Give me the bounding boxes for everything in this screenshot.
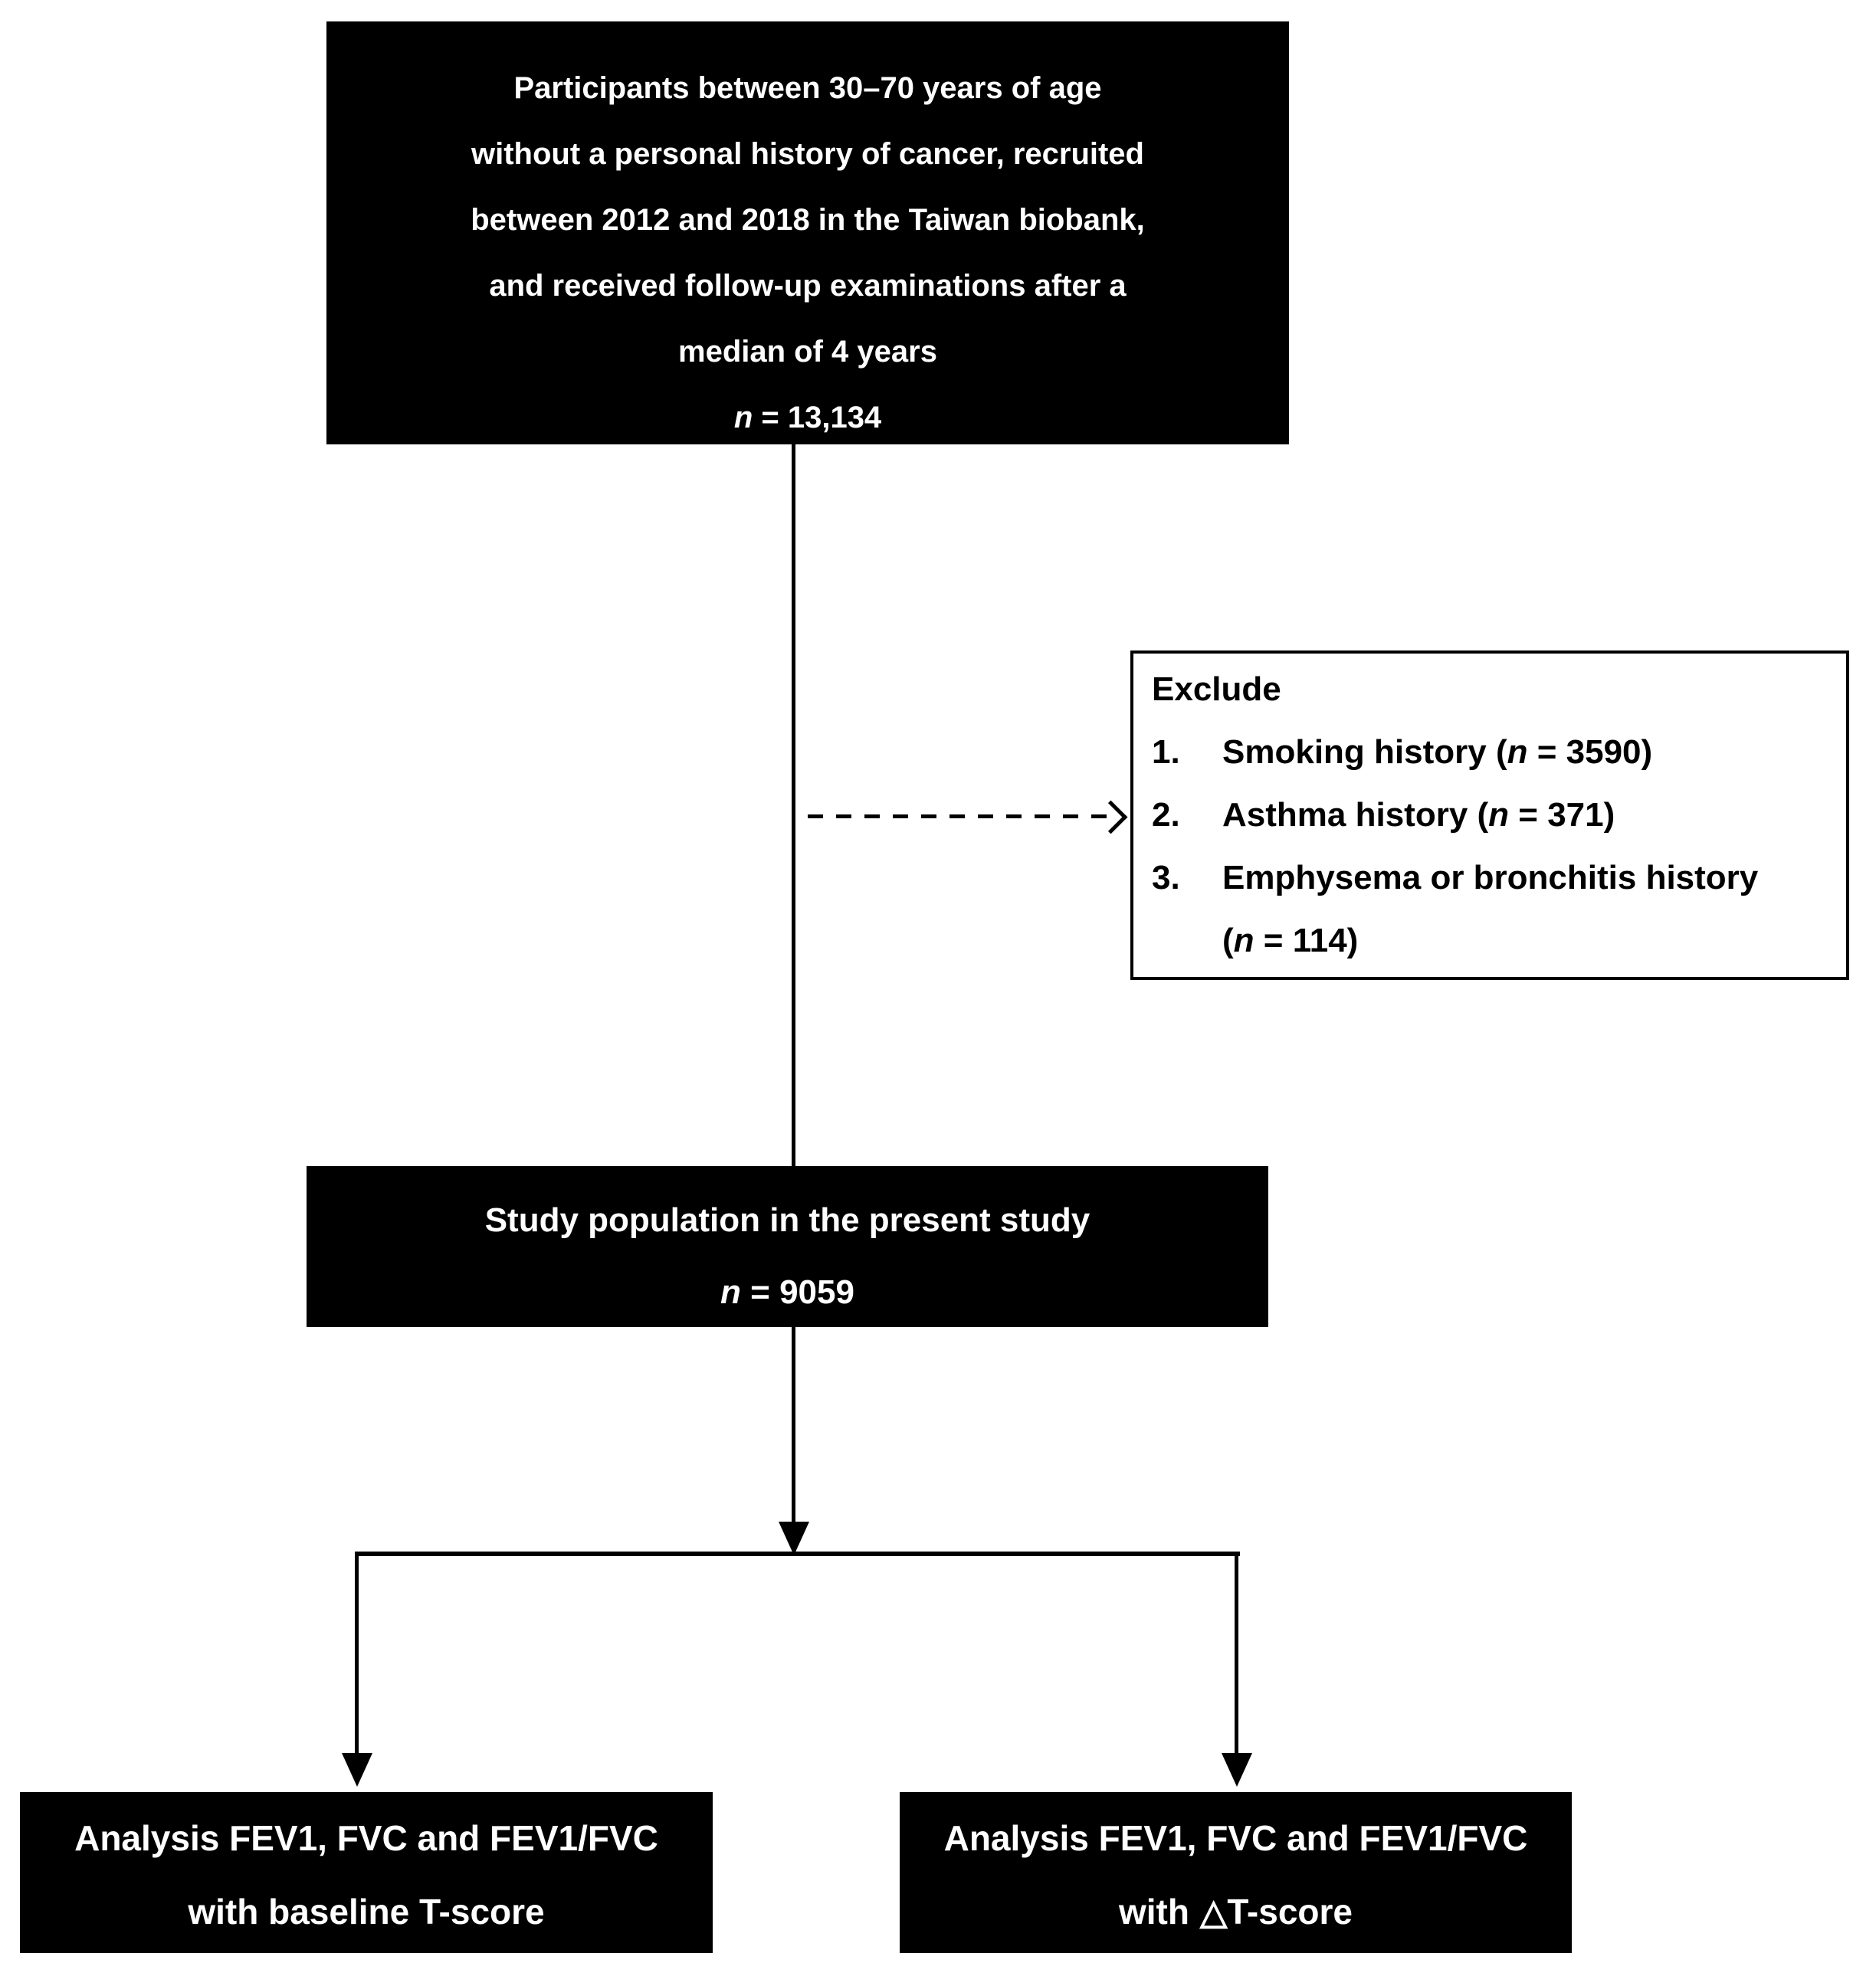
n-symbol: n — [1233, 922, 1254, 959]
connector-right-branch — [1235, 1552, 1238, 1755]
participants-line-5: median of 4 years — [678, 335, 937, 369]
exclude-item-3-text: Emphysema or bronchitis history (n = 114… — [1222, 859, 1759, 959]
exclude-item-2: 2. Asthma history (n = 371) — [1152, 784, 1831, 847]
analysis-delta-line-2: with△T-score — [900, 1875, 1572, 1948]
arrowhead-mid-icon — [779, 1522, 809, 1555]
participants-line-3: between 2012 and 2018 in the Taiwan biob… — [471, 203, 1145, 237]
study-population-box: Study population in the present study n … — [307, 1166, 1268, 1327]
analysis-delta-box: Analysis FEV1, FVC and FEV1/FVC with△T-s… — [900, 1792, 1572, 1953]
exclude-item-3-wrap: (n = 114) — [1222, 922, 1359, 959]
dashed-arrowhead-icon — [1094, 800, 1128, 834]
dashed-arrow-to-exclude — [808, 814, 1107, 818]
exclude-title: Exclude — [1152, 670, 1281, 708]
analysis-baseline-line-2: with baseline T-score — [188, 1892, 545, 1932]
exclude-item-3-number: 3. — [1152, 859, 1180, 896]
participants-n-count: n = 13,134 — [326, 385, 1289, 451]
n-value: = 13,134 — [753, 401, 882, 434]
exclude-item-3: 3. Emphysema or bronchitis history (n = … — [1152, 847, 1831, 972]
arrowhead-right-icon — [1222, 1753, 1252, 1787]
exclude-item-1: 1. Smoking history (n = 3590) — [1152, 721, 1831, 784]
connector-study-to-split — [792, 1327, 795, 1523]
n-symbol: n — [733, 401, 753, 434]
exclude-box: Exclude 1. Smoking history (n = 3590) 2.… — [1130, 650, 1849, 980]
delta-triangle-icon: △ — [1199, 1892, 1228, 1932]
exclude-item-1-text: Smoking history (n = 3590) — [1222, 733, 1653, 771]
exclude-item-1-number: 1. — [1152, 733, 1180, 771]
n-symbol: n — [1507, 733, 1528, 771]
analysis-baseline-box: Analysis FEV1, FVC and FEV1/FVC with bas… — [20, 1792, 713, 1953]
participants-line-1: Participants between 30–70 years of age — [513, 71, 1102, 105]
connector-left-branch — [355, 1552, 359, 1755]
arrowhead-left-icon — [342, 1753, 372, 1787]
participants-line-2: without a personal history of cancer, re… — [471, 137, 1144, 171]
participants-line-4: and received follow-up examinations afte… — [489, 269, 1127, 303]
participants-box: Participants between 30–70 years of age … — [326, 21, 1289, 444]
analysis-baseline-line-1: Analysis FEV1, FVC and FEV1/FVC — [74, 1818, 658, 1858]
n-symbol: n — [1488, 796, 1510, 834]
study-population-line: Study population in the present study — [484, 1201, 1091, 1239]
exclude-item-2-number: 2. — [1152, 796, 1180, 834]
split-horizontal-line — [355, 1552, 1240, 1556]
analysis-delta-line-1: Analysis FEV1, FVC and FEV1/FVC — [943, 1818, 1528, 1858]
study-population-n-count: n = 9059 — [307, 1257, 1268, 1329]
connector-top-to-study — [792, 443, 795, 1168]
n-value: = 9059 — [740, 1273, 854, 1311]
exclude-item-2-text: Asthma history (n = 371) — [1222, 796, 1615, 834]
n-symbol: n — [720, 1273, 741, 1311]
